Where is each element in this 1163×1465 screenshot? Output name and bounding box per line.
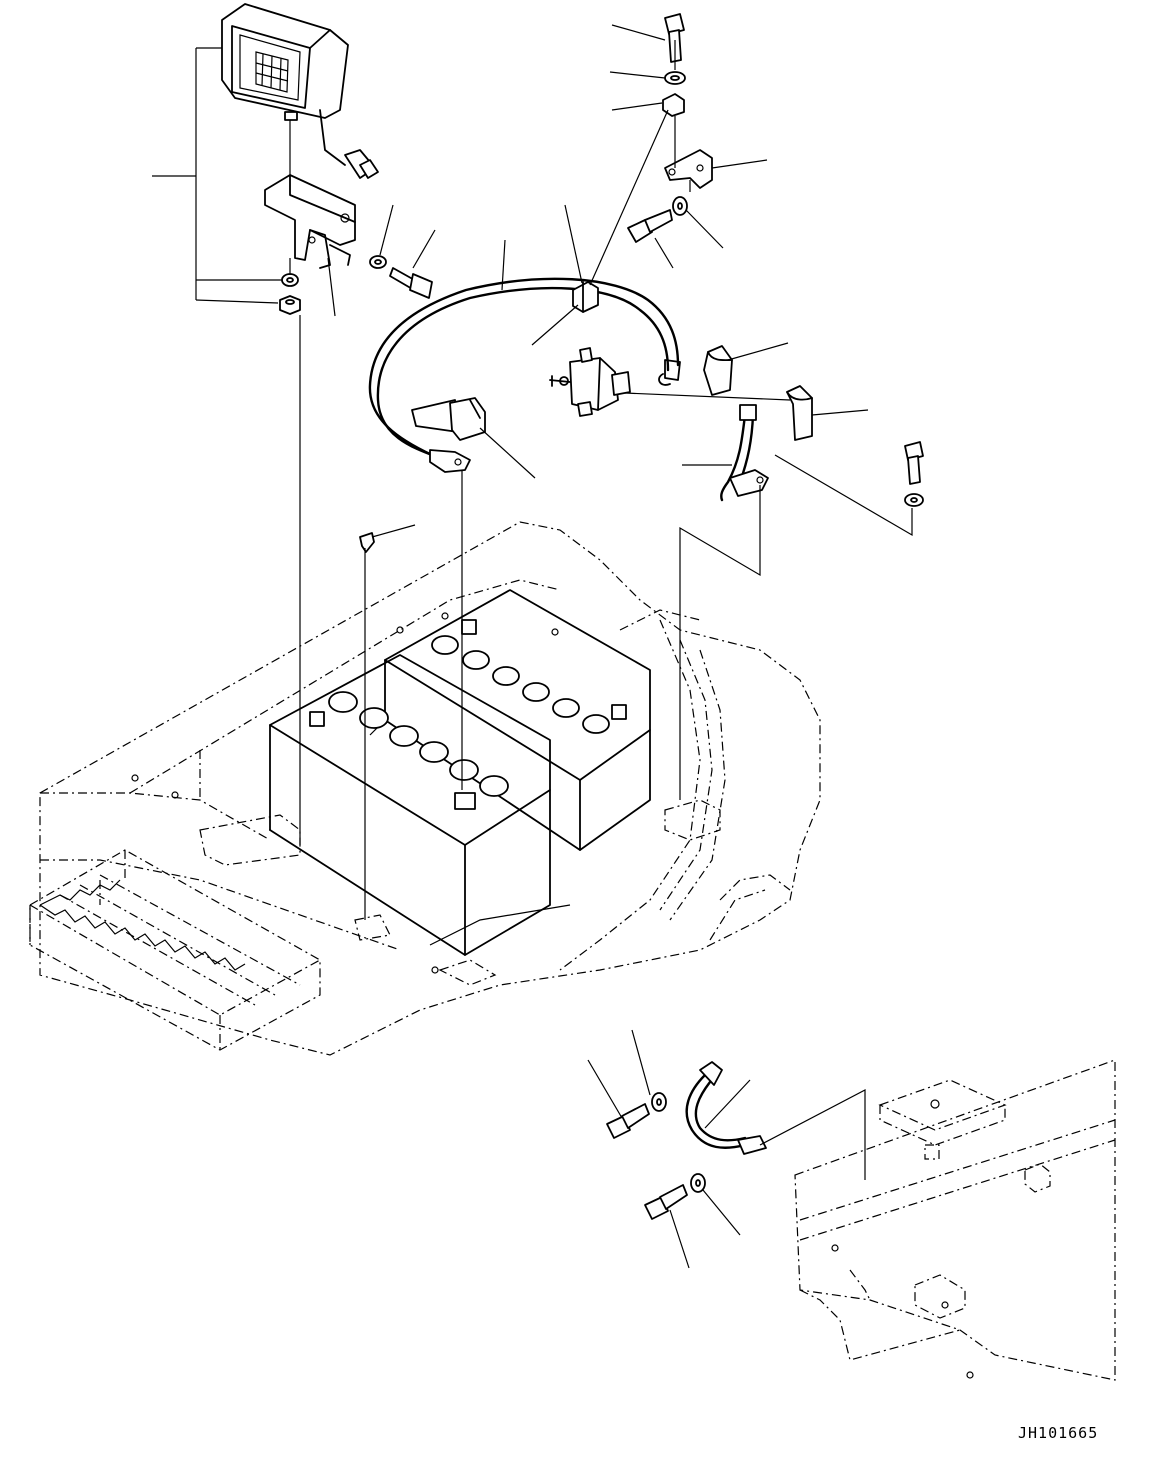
leader-lines bbox=[152, 24, 869, 1269]
bolt-lower-2 bbox=[644, 1184, 688, 1220]
ground-cable-lower bbox=[685, 1061, 767, 1155]
bolt-lower-1 bbox=[606, 1103, 650, 1139]
washer-lower-1 bbox=[651, 1092, 667, 1112]
clip-grommet bbox=[359, 532, 375, 553]
lamp-bracket bbox=[264, 174, 356, 269]
washer-right bbox=[672, 196, 688, 216]
battery-front bbox=[269, 654, 571, 956]
bracket-right bbox=[664, 149, 713, 189]
nut-lamp bbox=[279, 295, 301, 315]
washer-top bbox=[664, 71, 686, 85]
machine-frame bbox=[39, 521, 821, 1056]
cable-clip bbox=[572, 281, 599, 313]
battery-rear bbox=[369, 589, 651, 851]
work-lamp bbox=[221, 3, 379, 179]
relay-cover-upper bbox=[703, 345, 733, 396]
washer-far-right bbox=[904, 493, 924, 507]
washer-lower-2 bbox=[690, 1173, 706, 1193]
step-ladder bbox=[29, 849, 321, 1051]
battery-relay bbox=[549, 347, 631, 417]
bolt-right bbox=[627, 209, 673, 243]
bolt-far-right bbox=[904, 441, 924, 485]
battery-cable bbox=[368, 277, 681, 473]
bolt-lamp bbox=[389, 267, 433, 299]
washer-lamp bbox=[369, 255, 387, 269]
drawing-code-label: JH101665 bbox=[1018, 1424, 1099, 1442]
revolving-frame-section bbox=[794, 1059, 1116, 1381]
terminal-cover bbox=[411, 397, 486, 441]
connection-lines bbox=[289, 40, 913, 1180]
washer-lamp-lower bbox=[281, 273, 299, 287]
ground-cable-short bbox=[720, 404, 769, 502]
relay-cover-lower bbox=[786, 385, 813, 441]
